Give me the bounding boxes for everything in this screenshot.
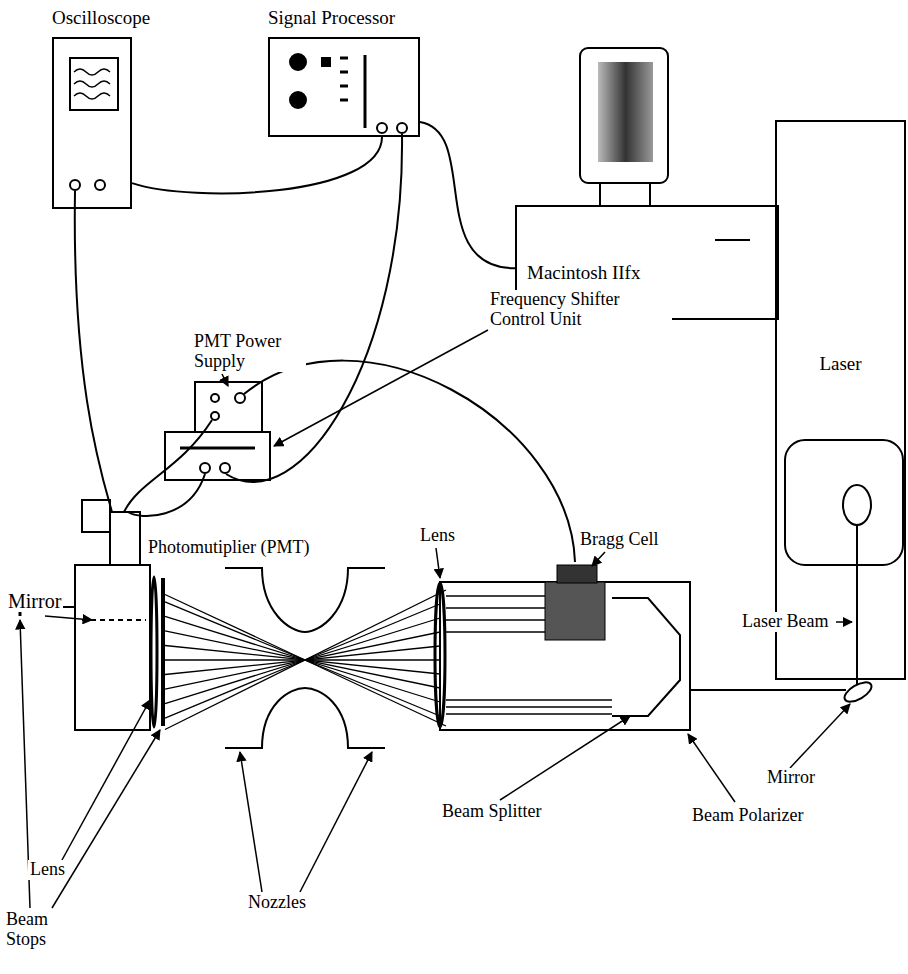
device-label: Macintosh IIfx [527, 263, 777, 284]
part-label: Mirror [6, 590, 63, 612]
laser-beam [446, 607, 545, 608]
laser-beam [165, 646, 440, 675]
laser-beam [446, 595, 545, 596]
oscilloscope-box: Oscilloscope [52, 8, 150, 209]
laser-beam [446, 631, 545, 632]
device-heading: Signal Processor [268, 8, 420, 29]
part-label: Photomutiplier (PMT) [146, 538, 312, 558]
laser-beam [165, 590, 446, 730]
part-label: Laser Beam [740, 612, 830, 632]
part-label: Beam Polarizer [690, 806, 805, 826]
device-outline [52, 37, 132, 209]
part-label: Lens [418, 526, 457, 546]
part-label: Nozzles [246, 893, 308, 913]
laser-beam [446, 713, 612, 714]
signal-cable [132, 137, 382, 193]
part-label: Lens [28, 860, 67, 880]
laser-beam [446, 699, 612, 700]
device-label: Laser [777, 354, 904, 375]
part-label: Beam Stops [4, 910, 68, 950]
part-label: PMT Power Supply [192, 332, 306, 372]
part-label: Frequency Shifter Control Unit [488, 290, 672, 330]
laser-box: Laser [775, 120, 906, 680]
part-label: Bragg Cell [578, 530, 661, 550]
device-outline [268, 37, 420, 137]
part-label: Mirror [765, 768, 817, 788]
device-heading: Oscilloscope [52, 8, 150, 29]
signal-processor-box: Signal Processor [268, 8, 420, 137]
signal-cable [420, 122, 515, 268]
laser-beam [446, 619, 545, 620]
part-label: Beam Splitter [440, 802, 543, 822]
laser-beam [446, 706, 612, 707]
laser-beam [165, 594, 446, 726]
